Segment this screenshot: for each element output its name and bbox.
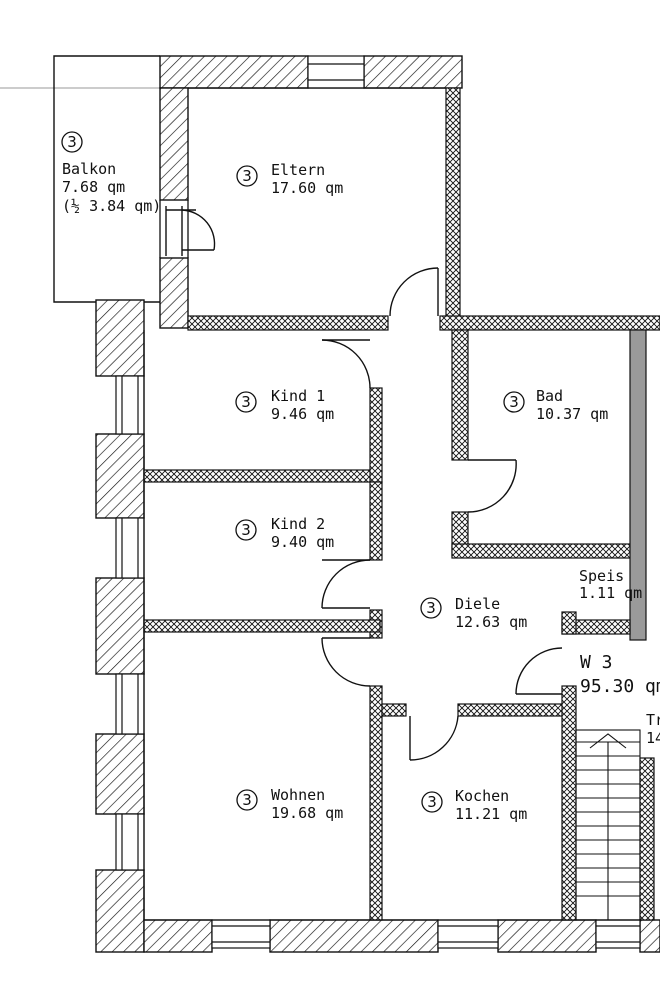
room-area: 12.63 qm: [455, 613, 527, 631]
room-area: 11.21 qm: [455, 805, 527, 823]
room-kind2: 3 Kind 2 9.40 qm: [235, 515, 334, 551]
room-area: 19.68 qm: [271, 804, 343, 822]
room-note: (½ 3.84 qm): [62, 197, 161, 215]
room-area: 10.37 qm: [536, 405, 608, 423]
room-bad: 3 Bad 10.37 qm: [503, 387, 608, 423]
room-kind1: 3 Kind 1 9.46 qm: [235, 387, 334, 423]
room-name: Diele: [455, 595, 500, 613]
room-number: 3: [426, 599, 436, 617]
room-name: Eltern: [271, 161, 325, 179]
room-wohnen: 3 Wohnen 19.68 qm: [236, 786, 343, 822]
room-number: 3: [242, 791, 252, 809]
room-number: 3: [67, 133, 77, 151]
apartment-label: W 3 95.30 qm: [580, 652, 660, 697]
room-name: Bad: [536, 387, 563, 405]
stair-name: Tr: [646, 711, 660, 729]
room-number: 3: [241, 393, 251, 411]
room-name: Kochen: [455, 787, 509, 805]
room-area: 7.68 qm: [62, 178, 125, 196]
apartment-area: 95.30 qm: [580, 676, 660, 697]
room-name: Kind 2: [271, 515, 325, 533]
room-name: Balkon: [62, 160, 116, 178]
room-area: 9.40 qm: [271, 533, 334, 551]
room-number: 3: [241, 521, 251, 539]
room-area: 9.46 qm: [271, 405, 334, 423]
stair-label: Tr 14: [646, 711, 660, 747]
room-number: 3: [427, 793, 437, 811]
window-frames: [115, 55, 641, 949]
room-diele: 3 Diele 12.63 qm: [420, 595, 527, 631]
stair-area: 14: [646, 729, 660, 747]
room-name: Wohnen: [271, 786, 325, 804]
room-number: 3: [509, 393, 519, 411]
room-name: Kind 1: [271, 387, 325, 405]
room-balkon: 3 Balkon 7.68 qm (½ 3.84 qm): [61, 131, 161, 215]
room-name: Speis: [579, 567, 624, 585]
apartment-name: W 3: [580, 652, 613, 673]
door-swings: [165, 206, 563, 761]
room-number: 3: [242, 167, 252, 185]
staircase: [575, 729, 641, 921]
room-number-circle: [61, 131, 83, 153]
room-speis: Speis 1.11 qm: [579, 567, 642, 602]
room-area: 17.60 qm: [271, 179, 343, 197]
room-area: 1.11 qm: [579, 584, 642, 602]
interior-walls: [143, 87, 660, 921]
room-eltern: 3 Eltern 17.60 qm: [236, 161, 343, 197]
room-kochen: 3 Kochen 11.21 qm: [421, 787, 527, 823]
